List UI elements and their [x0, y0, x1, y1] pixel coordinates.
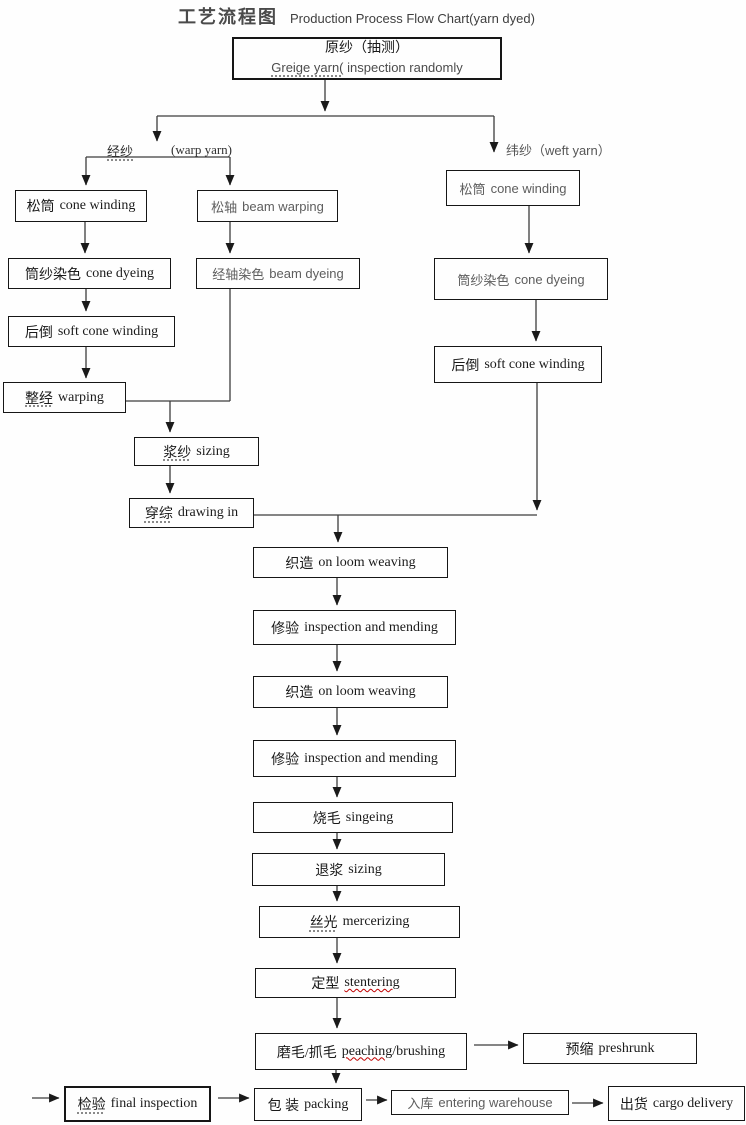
node-mercerizing: 丝光 mercerizing	[259, 906, 460, 938]
node-beam-dyeing: 经轴染色 beam dyeing	[196, 258, 360, 289]
node-greige-yarn: 原纱（抽测） Greige yarn( inspection randomly	[232, 37, 502, 80]
node-drawing-in: 穿综 drawing in	[129, 498, 254, 528]
node-entering-warehouse: 入库 entering warehouse	[391, 1090, 569, 1115]
node-inspection-mending-1: 修验 inspection and mending	[253, 610, 456, 645]
node-stentering: 定型 stentering	[255, 968, 456, 998]
node-cone-winding-warp: 松筒 cone winding	[15, 190, 147, 222]
node-cone-winding-weft: 松筒 cone winding	[446, 170, 580, 206]
label-weft-yarn: 纬纱（weft yarn）	[506, 143, 611, 158]
node-soft-cone-winding-warp: 后倒 soft cone winding	[8, 316, 175, 347]
node-preshrunk: 预缩 preshrunk	[523, 1033, 697, 1064]
node-weaving-2: 织造 on loom weaving	[253, 676, 448, 708]
node-cone-dyeing-weft: 筒纱染色 cone dyeing	[434, 258, 608, 300]
label-warp-yarn-en: (warp yarn)	[171, 142, 232, 157]
node-sizing: 浆纱 sizing	[134, 437, 259, 466]
node-singeing: 烧毛 singeing	[253, 802, 453, 833]
node-weaving-1: 织造 on loom weaving	[253, 547, 448, 578]
node-warping: 整经 warping	[3, 382, 126, 413]
node-cone-dyeing-warp: 筒纱染色 cone dyeing	[8, 258, 171, 289]
node-peaching-brushing: 磨毛/抓毛 peaching /brushing	[255, 1033, 467, 1070]
node-inspection-mending-2: 修验 inspection and mending	[253, 740, 456, 777]
node-cargo-delivery: 出货 cargo delivery	[608, 1086, 745, 1121]
node-greige-yarn-zh: 原纱（抽测）	[325, 41, 409, 57]
node-final-inspection: 检验 final inspection	[64, 1086, 211, 1122]
node-greige-yarn-en: Greige yarn( inspection randomly	[271, 60, 463, 76]
node-packing: 包 装 packing	[254, 1088, 362, 1121]
title-english: Production Process Flow Chart(yarn dyed)	[290, 11, 535, 26]
node-beam-warping: 松轴 beam warping	[197, 190, 338, 222]
label-warp-yarn-zh: 经纱	[107, 144, 134, 159]
page-title: 工艺流程图 Production Process Flow Chart(yarn…	[178, 3, 535, 29]
node-desizing: 退浆 sizing	[252, 853, 445, 886]
node-soft-cone-winding-weft: 后倒 soft cone winding	[434, 346, 602, 383]
title-chinese: 工艺流程图	[178, 7, 278, 27]
